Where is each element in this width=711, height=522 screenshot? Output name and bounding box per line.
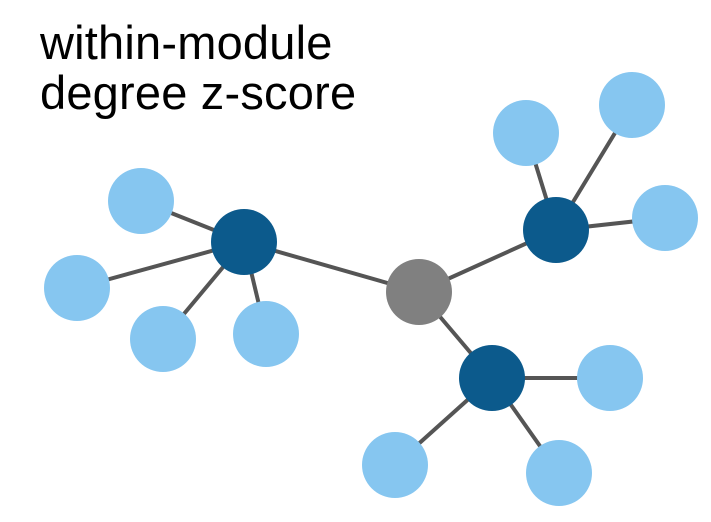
edges xyxy=(75,103,667,475)
leaf-node xyxy=(44,255,110,321)
leaf-node xyxy=(130,306,196,372)
connector-node xyxy=(386,259,452,325)
leaf-node xyxy=(493,100,559,166)
leaf-node xyxy=(632,185,698,251)
hub-node-right xyxy=(523,197,589,263)
leaf-node xyxy=(233,301,299,367)
leaf-node xyxy=(526,440,592,506)
hub-node-bottom xyxy=(459,345,525,411)
leaf-node xyxy=(577,345,643,411)
nodes xyxy=(44,72,698,506)
hub-node-left xyxy=(211,209,277,275)
leaf-node xyxy=(108,168,174,234)
title-line-1: within-module xyxy=(40,16,333,69)
leaf-node xyxy=(362,432,428,498)
leaf-node xyxy=(599,72,665,138)
title-line-2: degree z-score xyxy=(40,66,357,119)
diagram-title: within-module degree z-score xyxy=(40,18,460,118)
